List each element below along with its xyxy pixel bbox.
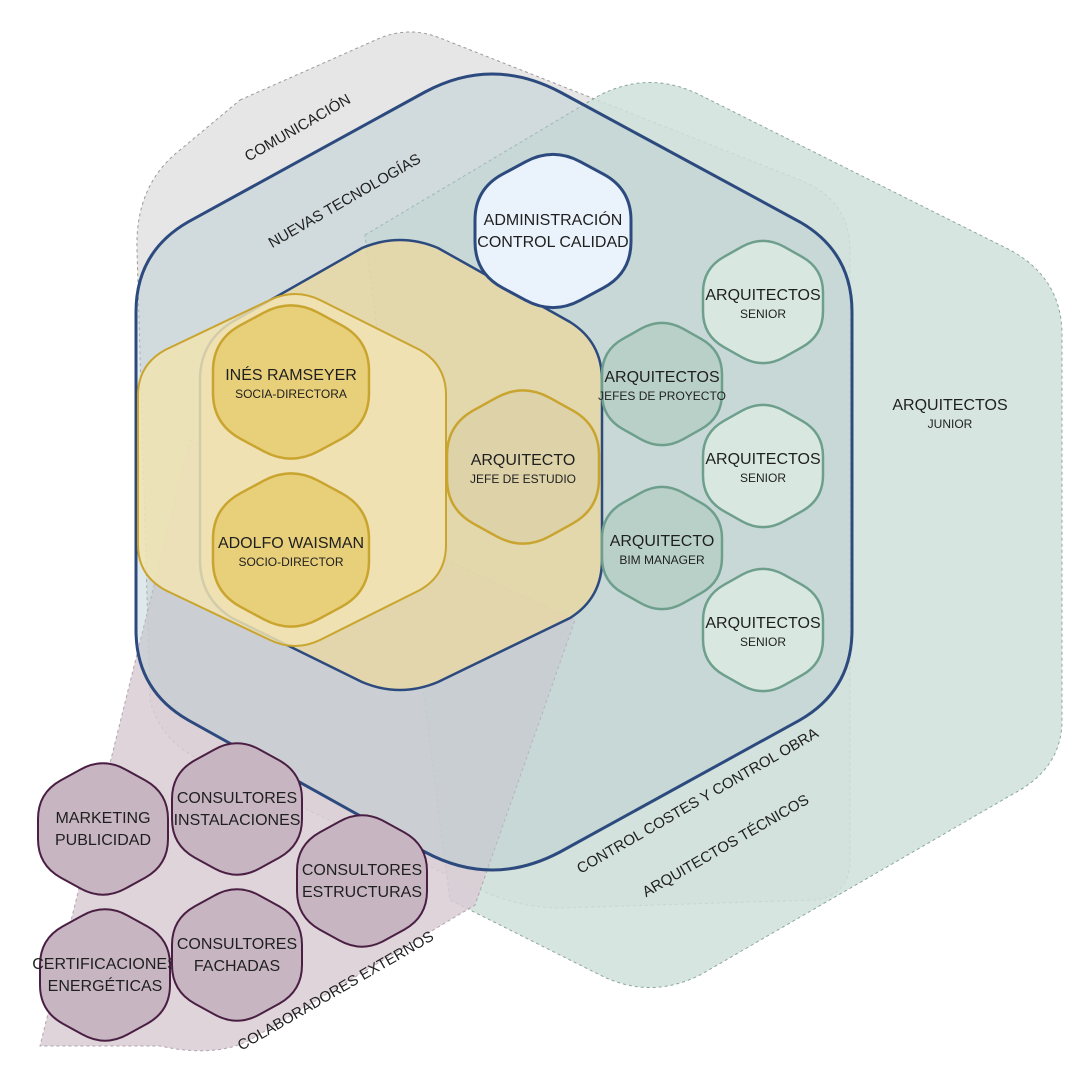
estructuras-line1: CONSULTORES (302, 862, 422, 879)
ines-title: INÉS RAMSEYER (225, 365, 357, 384)
marketing-line1: MARKETING (55, 810, 150, 827)
jefes-proyecto-title: ARQUITECTOS (604, 369, 719, 386)
adolfo-title: ADOLFO WAISMAN (218, 535, 364, 552)
estructuras-hexagon (296, 814, 428, 948)
senior3-hexagon (701, 567, 825, 693)
senior2-subtitle: SENIOR (740, 471, 786, 485)
arquitectos-junior-sub: JUNIOR (928, 417, 973, 431)
bim-node: ARQUITECTO BIM MANAGER (600, 485, 724, 611)
ines-hexagon (211, 304, 371, 460)
adolfo-hexagon (211, 472, 371, 628)
senior2-title: ARQUITECTOS (705, 451, 820, 468)
certificaciones-line2: ENERGÉTICAS (48, 976, 163, 995)
certificaciones-line1: CERTIFICACIONES (32, 956, 178, 973)
jefes-proyecto-subtitle: JEFES DE PROYECTO (598, 389, 726, 403)
estructuras-line2: ESTRUCTURAS (302, 884, 422, 901)
senior1-title: ARQUITECTOS (705, 287, 820, 304)
adolfo-subtitle: SOCIO-DIRECTOR (238, 555, 343, 569)
estructuras-node: CONSULTORES ESTRUCTURAS (296, 814, 428, 948)
bim-subtitle: BIM MANAGER (619, 553, 705, 567)
marketing-node: MARKETING PUBLICIDAD (37, 762, 169, 896)
administracion-node: ADMINISTRACIÓN CONTROL CALIDAD (473, 152, 633, 310)
marketing-hexagon (37, 762, 169, 896)
arquitectos-junior-title: ARQUITECTOS (892, 397, 1007, 414)
senior1-subtitle: SENIOR (740, 307, 786, 321)
senior3-node: ARQUITECTOS SENIOR (701, 567, 825, 693)
jefe-estudio-title: ARQUITECTO (471, 452, 576, 469)
bim-title: ARQUITECTO (610, 533, 715, 550)
fachadas-line1: CONSULTORES (177, 936, 297, 953)
jefe-estudio-hexagon (445, 389, 601, 545)
ines-node: INÉS RAMSEYER SOCIA-DIRECTORA (211, 304, 371, 460)
certificaciones-node: CERTIFICACIONES ENERGÉTICAS (32, 908, 178, 1042)
senior2-hexagon (701, 403, 825, 529)
senior1-node: ARQUITECTOS SENIOR (701, 239, 825, 365)
fachadas-line2: FACHADAS (194, 958, 280, 975)
administracion-hexagon (473, 152, 633, 310)
jefes-proyecto-hexagon (600, 321, 724, 447)
instalaciones-node: CONSULTORES INSTALACIONES (171, 742, 303, 876)
jefes-proyecto-node: ARQUITECTOS JEFES DE PROYECTO (598, 321, 726, 447)
instalaciones-line1: CONSULTORES (177, 790, 297, 807)
jefe-estudio-subtitle: JEFE DE ESTUDIO (470, 472, 576, 486)
senior2-node: ARQUITECTOS SENIOR (701, 403, 825, 529)
instalaciones-hexagon (171, 742, 303, 876)
ines-subtitle: SOCIA-DIRECTORA (235, 387, 347, 401)
nodes-layer: ADMINISTRACIÓN CONTROL CALIDAD INÉS RAMSEY… (32, 152, 825, 1042)
instalaciones-line2: INSTALACIONES (174, 812, 301, 829)
senior3-subtitle: SENIOR (740, 635, 786, 649)
bim-hexagon (600, 485, 724, 611)
administracion-line1: ADMINISTRACIÓN (484, 210, 623, 229)
marketing-line2: PUBLICIDAD (55, 832, 151, 849)
administracion-line2: CONTROL CALIDAD (477, 234, 628, 251)
jefe-estudio-node: ARQUITECTO JEFE DE ESTUDIO (445, 389, 601, 545)
fachadas-node: CONSULTORES FACHADAS (171, 888, 303, 1022)
senior3-title: ARQUITECTOS (705, 615, 820, 632)
certificaciones-hexagon (39, 908, 171, 1042)
adolfo-node: ADOLFO WAISMAN SOCIO-DIRECTOR (211, 472, 371, 628)
senior1-hexagon (701, 239, 825, 365)
fachadas-hexagon (171, 888, 303, 1022)
